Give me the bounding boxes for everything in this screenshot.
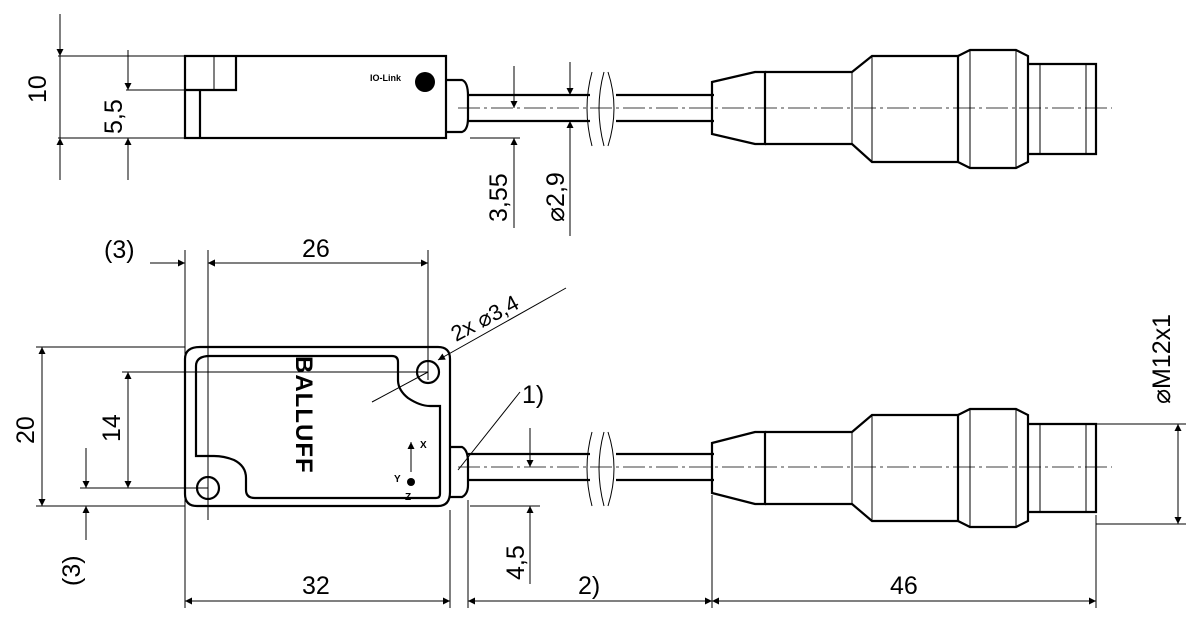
led-indicator-icon [415,72,435,92]
dim-connector-length: 46 [890,572,918,600]
footnote-1: 1) [522,381,544,409]
dim-cable-offset: 3,55 [485,173,513,222]
axis-y-label: Y [394,474,401,485]
front-view: BALLUFF Y X Z [12,235,1186,608]
dim-body-length: 32 [302,572,330,600]
top-view: IO-Link 10 5,5 [24,14,1112,236]
top-cable-gland [446,78,470,134]
front-connector-thread [1028,422,1098,514]
axis-z-label: Z [405,492,411,503]
front-cable-break [586,431,605,507]
top-cable-break [586,71,605,147]
dim-cable-diameter: ⌀2,9 [542,172,570,222]
io-link-label: IO-Link [370,73,402,83]
bottom-dimensions: 32 2) 46 [185,495,1097,608]
dim-cable-exit: 4,5 [502,545,530,580]
dim-hole-spacing-y: 14 [98,414,126,442]
dim-thread: ⌀M12x1 [1148,314,1176,404]
top-connector-body [765,54,960,164]
dim-edge-offset-bottom: (3) [58,555,86,586]
axis-x-label: X [420,440,427,451]
dim-front-height: 20 [12,416,40,444]
top-sensor-body [183,54,448,140]
front-connector-nut [957,407,1030,529]
dim-top-sub-height: 5,5 [100,99,128,134]
brand-logo: BALLUFF [290,356,317,474]
front-connector-sleeve [710,430,767,506]
front-cable-gland [450,445,470,499]
dim-edge-offset-top: (3) [104,236,135,264]
front-connector-body [765,413,960,523]
top-connector-thread [1028,62,1098,156]
front-sensor-body [183,345,452,508]
dim-hole-spacing-x: 26 [302,235,330,263]
top-connector-nut [957,48,1030,170]
dim-top-height: 10 [24,75,52,103]
footnote-1-leader [457,391,521,471]
dim-cable-length: 2) [578,572,600,600]
top-mount-tab [185,56,238,138]
axis-indicator-icon: Y X Z [394,440,427,503]
front-inner-face [194,354,442,500]
